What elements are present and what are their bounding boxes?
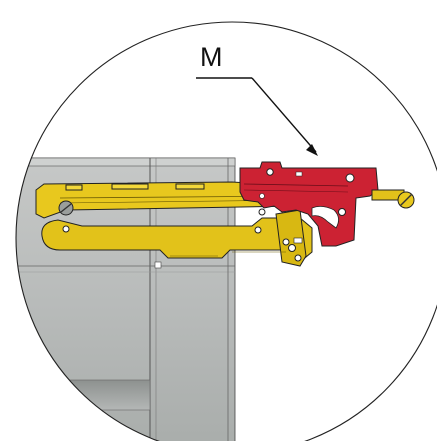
yellow-bracket-assembly (35, 181, 331, 267)
callout-leader (196, 77, 318, 156)
rail-slots (65, 183, 205, 191)
arrowhead (306, 144, 318, 156)
callout-label: M (200, 42, 223, 72)
small-screw (259, 193, 265, 199)
magnified-region (16, 157, 415, 446)
red-latch-component (239, 161, 415, 247)
detail-circle (15, 21, 437, 446)
